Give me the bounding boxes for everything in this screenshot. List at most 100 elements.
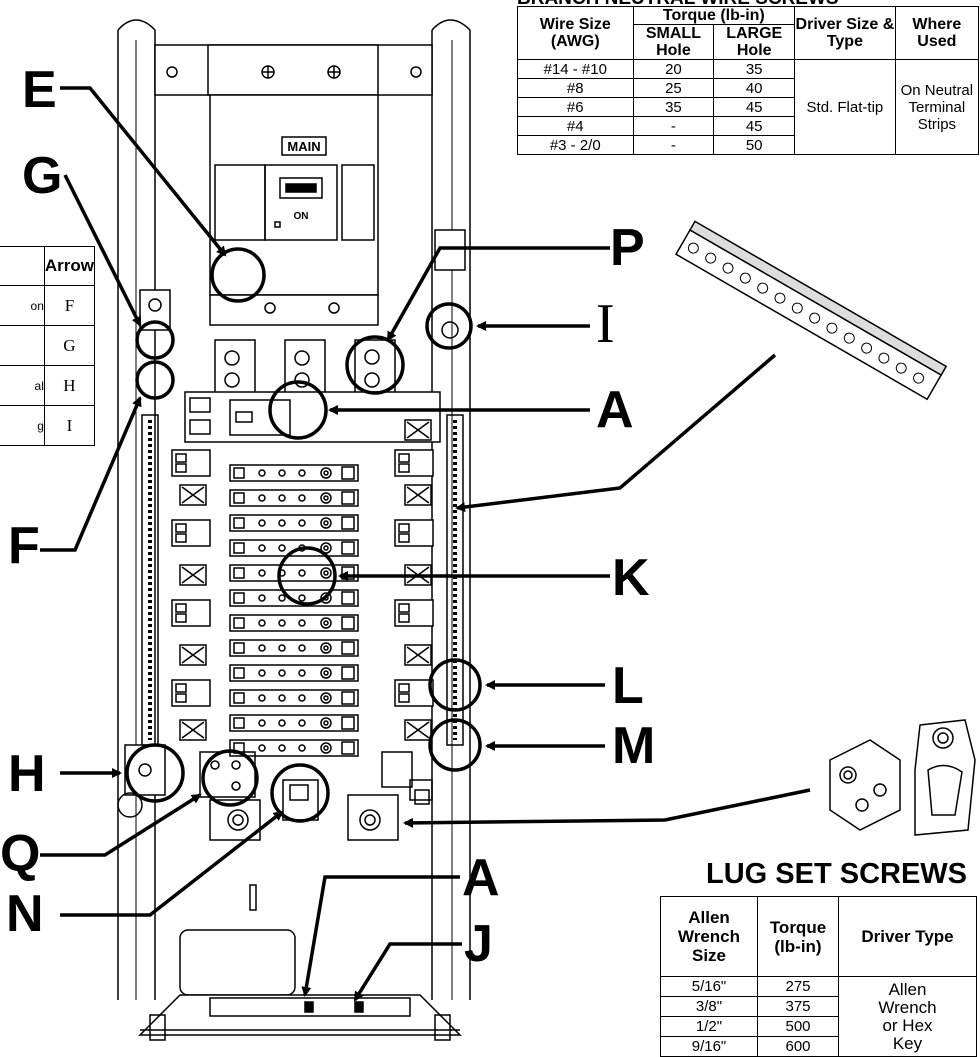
top-bracket: [154, 44, 433, 96]
table-row: #6 35 45: [517, 97, 979, 117]
callout-F: F: [8, 517, 40, 575]
cell-wire: #6: [517, 97, 634, 117]
circle-A: [268, 380, 328, 440]
callout-H: H: [8, 745, 46, 803]
table-row: #3 - 2/0 - 50: [517, 135, 979, 155]
cell-large: 45: [713, 97, 796, 117]
cell-large: 35: [713, 59, 796, 79]
callout-P: P: [610, 219, 645, 277]
circle-L: [428, 658, 482, 712]
table-row: g I: [0, 405, 96, 446]
callout-N: N: [6, 885, 44, 943]
table-row: #4 - 45: [517, 116, 979, 136]
callout-G: G: [22, 147, 63, 205]
cell-torque: 375: [757, 996, 839, 1017]
callout-K: K: [612, 549, 650, 607]
neutral-wire-screws-table: Wire Size (AWG) Torque (lb-in) Driver Si…: [517, 6, 980, 155]
callout-E: E: [22, 61, 57, 119]
cell-small: 25: [632, 78, 715, 98]
leader-lines: [40, 86, 811, 1002]
cell-small: -: [632, 135, 715, 155]
cell-arrow: F: [43, 285, 96, 326]
callout-A-side: A: [462, 849, 500, 907]
cell-arrow: G: [43, 325, 96, 366]
circle-P: [345, 335, 405, 395]
neutral-table-title: BRANCH NEUTRAL WIRE SCREWS: [517, 0, 839, 10]
cell-small: 20: [632, 59, 715, 79]
callout-Q: Q: [0, 825, 41, 883]
left-rail: [117, 19, 156, 1000]
cell-torque: 600: [757, 1036, 839, 1057]
cell-arrow: I: [43, 405, 96, 446]
cell-wire: #3 - 2/0: [517, 135, 634, 155]
bottom-lugs: [117, 744, 433, 841]
right-rail: [431, 19, 471, 1000]
table-row: 5/16" 275 Allen Wrench or Hex Key: [660, 976, 977, 1057]
cell-wire: #14 - #10: [517, 59, 634, 79]
circle-H: [125, 743, 185, 803]
table-row: 3/8" 375: [660, 996, 977, 1017]
circle-F: [135, 360, 175, 400]
lug-illustration-2: [914, 719, 976, 836]
table-row: al H: [0, 365, 96, 406]
callout-M: M: [612, 717, 656, 775]
cell-where: On Neutral Terminal Strips: [894, 59, 980, 155]
circle-M: [428, 718, 482, 772]
cell-large: 40: [713, 78, 796, 98]
cell-driver: Std. Flat-tip: [794, 59, 896, 155]
cell-small: 35: [632, 97, 715, 117]
header-torque: Torque (lb-in): [757, 896, 839, 977]
cell-arrow: H: [43, 365, 96, 406]
table-row: #14 - #10 20 35 Std. Flat-tip On Neutral…: [517, 59, 980, 155]
cell-wire: #8: [517, 78, 634, 98]
neutral-bar-illustration: [674, 220, 948, 401]
circle-K: [277, 546, 337, 606]
header-driver: Driver Type: [838, 896, 977, 977]
main-breaker: [209, 94, 379, 296]
circle-G: [135, 320, 175, 360]
circle-E: [210, 247, 266, 303]
lug-illustration-1: [829, 739, 901, 831]
header-torque: Torque (lb-in): [632, 6, 796, 25]
cell-large: 50: [713, 135, 796, 155]
main-label: MAIN: [287, 139, 320, 154]
header-wire-size: Wire Size (AWG): [517, 6, 634, 60]
cell-label: g: [0, 405, 45, 446]
cell-label: on: [0, 285, 45, 326]
header-arrow: Arrow: [43, 246, 96, 286]
callout-I: I: [596, 293, 615, 355]
side-view: [138, 884, 462, 1041]
header-allen: Allen Wrench Size: [660, 896, 758, 977]
callout-circles: [125, 247, 482, 823]
callout-J: J: [464, 915, 493, 973]
cell-large: 45: [713, 116, 796, 136]
cell-small: -: [632, 116, 715, 136]
header-driver: Driver Size & Type: [794, 6, 896, 60]
header-large-hole: LARGE Hole: [713, 24, 796, 60]
cell-label: al: [0, 365, 45, 406]
arrow-reference-table: Arrow on F G al H g I: [0, 246, 96, 446]
table-row: G: [0, 325, 96, 366]
callout-A: A: [596, 381, 634, 439]
cell-size: 9/16": [660, 1036, 758, 1057]
lug-set-screws-table: Allen Wrench Size Torque (lb-in) Driver …: [660, 896, 977, 1057]
cell-driver: Allen Wrench or Hex Key: [838, 976, 977, 1057]
callout-L: L: [612, 657, 644, 715]
cell-size: 3/8": [660, 996, 758, 1017]
cell-wire: #4: [517, 116, 634, 136]
cell-size: 5/16": [660, 976, 758, 997]
main-lug-block: [209, 294, 396, 396]
cell-torque: 500: [757, 1016, 839, 1037]
branch-breaker-stack: [171, 391, 441, 757]
table-row: 1/2" 500: [660, 1016, 977, 1037]
circle-I: [425, 302, 473, 350]
lug-table-title: LUG SET SCREWS: [706, 858, 968, 890]
cell-label: [0, 325, 45, 366]
circle-N: [270, 763, 330, 823]
header-where: Where Used: [894, 6, 980, 60]
cell-torque: 275: [757, 976, 839, 997]
on-label: ON: [294, 211, 309, 222]
circle-Q: [201, 749, 259, 807]
cell-size: 1/2": [660, 1016, 758, 1037]
